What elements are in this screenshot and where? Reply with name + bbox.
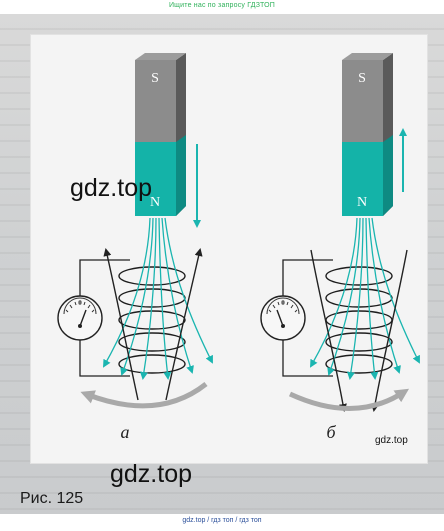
coil-b xyxy=(325,266,393,374)
figure-caption: Рис. 125 xyxy=(20,490,84,507)
current-arrow-a xyxy=(80,382,208,409)
figure-label-a: а xyxy=(121,422,130,442)
watermark-large-1: gdz.top xyxy=(70,174,153,202)
magnet-a xyxy=(135,53,186,216)
galvanometer-a-zero: 0 xyxy=(78,299,82,307)
figure-label-b: б xyxy=(326,422,336,442)
galvanometer-b-zero: 0 xyxy=(281,299,285,307)
induction-diagram: S N 0 xyxy=(57,53,420,442)
magnet-b-s-pole: S xyxy=(358,71,366,86)
magnet-a-s-pole: S xyxy=(151,71,159,86)
magnet-a-n-pole: N xyxy=(150,195,160,210)
field-lines-coil-a xyxy=(103,248,203,401)
top-note: Ищите нас по запросу ГДЗТОП xyxy=(168,2,276,9)
textbook-page: S N 0 xyxy=(0,14,444,514)
setup-a: S N 0 xyxy=(57,53,213,442)
field-lines-magnet-b xyxy=(310,217,420,380)
watermark-small: gdz.top xyxy=(375,435,408,446)
current-arrow-b xyxy=(288,388,410,411)
magnet-b xyxy=(342,53,393,216)
setup-b: S N 0 xyxy=(260,53,420,442)
field-lines-coil-b xyxy=(310,249,408,412)
magnet-b-n-pole: N xyxy=(357,195,367,210)
bottom-note: gdz.top / гдз топ / гдз топ xyxy=(182,517,262,524)
watermark-large-2: gdz.top xyxy=(110,460,193,488)
field-lines-magnet-a xyxy=(103,217,213,380)
galvanometer-b: 0 xyxy=(260,259,333,377)
galvanometer-a: 0 xyxy=(57,259,130,377)
